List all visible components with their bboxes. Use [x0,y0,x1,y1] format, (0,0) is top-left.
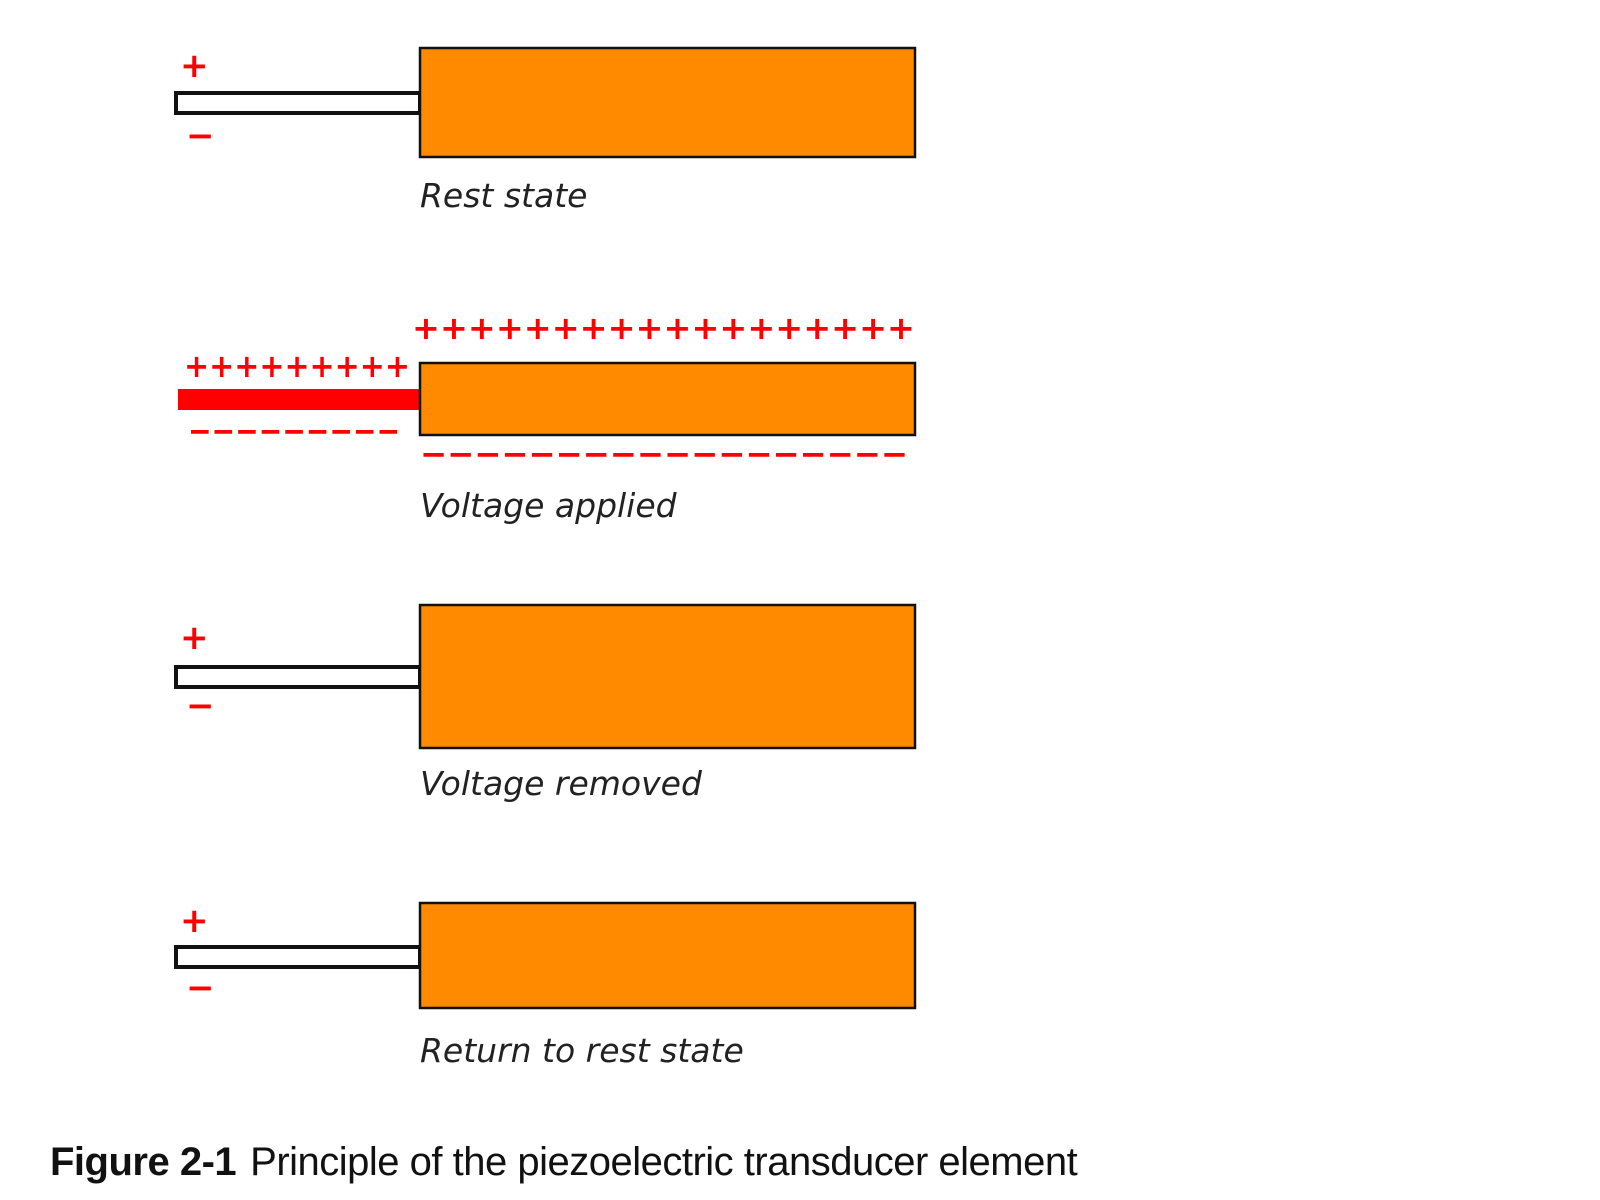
positive-sign: + [180,46,209,86]
crystal-positive-charges: ++++++++++++++++++ [412,309,915,347]
negative-sign: − [186,968,215,1008]
piezo-crystal [418,901,917,1010]
negative-sign: − [186,116,215,156]
figure-number: Figure 2-1 [50,1140,237,1184]
electrode-lead [174,665,422,689]
electrode-lead [174,945,422,969]
crystal-negative-charges: −−−−−−−−−−−−−−−−−− [420,435,908,473]
electrode-lead [174,91,422,115]
figure-title: Principle of the piezoelectric transduce… [250,1140,1078,1184]
piezo-crystal [418,361,917,437]
state-label: Voltage removed [420,764,703,803]
state-rest: + − Rest state [174,46,917,215]
electrode-negative-charges: −−−−−−−−− [188,412,400,450]
figure-caption: Figure 2-1 Principle of the piezoelectric… [50,1140,1078,1185]
piezo-crystal [418,46,917,159]
negative-sign: − [186,686,215,726]
state-voltage-applied: ++++++++++++++++++ +++++++++ −−−−−−−−− −… [178,309,917,525]
piezo-crystal [418,603,917,750]
state-return-to-rest: + − Return to rest state [174,901,917,1070]
positive-sign: + [180,901,209,941]
state-voltage-removed: + − Voltage removed [174,603,917,803]
electrode-lead-energized [178,389,420,410]
state-label: Rest state [420,176,587,215]
state-label: Return to rest state [420,1031,744,1070]
electrode-positive-charges: +++++++++ [184,347,410,385]
state-label: Voltage applied [420,486,678,525]
positive-sign: + [180,618,209,658]
